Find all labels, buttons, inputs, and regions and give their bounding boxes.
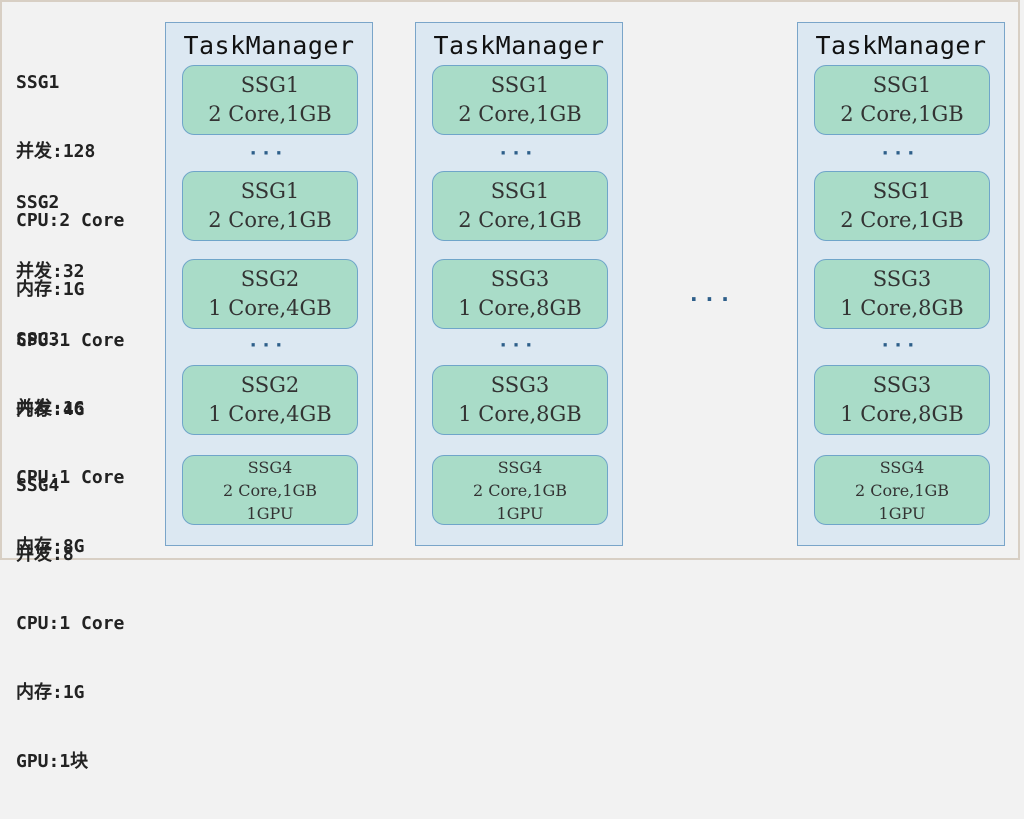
- slot-line: 1 Core,4GB: [208, 402, 332, 426]
- vertical-ellipsis: ···: [499, 335, 539, 356]
- slot-line: SSG1: [872, 179, 932, 203]
- legend-group-ssg4: SSG4 并发:8 CPU:1 Core 内存:1G GPU:1块: [16, 428, 124, 819]
- task-manager-3: TaskManager SSG1 2 Core,1GB ··· SSG1 2 C…: [797, 22, 1005, 546]
- vertical-ellipsis: ···: [249, 143, 289, 164]
- legend-line: CPU:2 Core: [16, 210, 125, 231]
- legend-group-ssg1: SSG1 并发:128 CPU:2 Core 内存:1G: [16, 25, 124, 347]
- legend-group-ssg3: SSG3 并发:16 CPU:1 Core 内存:8G: [16, 282, 124, 604]
- slot-line: 2 Core,1GB: [840, 208, 964, 232]
- vertical-ellipsis: ···: [499, 143, 539, 164]
- slot-line: SSG1: [490, 73, 550, 97]
- slot-box: SSG2 1 Core,4GB: [182, 365, 358, 435]
- slot-box: SSG4 2 Core,1GB 1GPU: [182, 455, 358, 525]
- slot-line: SSG1: [240, 73, 300, 97]
- diagram-frame: [0, 0, 1020, 560]
- legend-line: SSG1: [16, 72, 60, 93]
- slot-line: SSG1: [240, 179, 300, 203]
- slot-line: 1 Core,8GB: [458, 402, 582, 426]
- slot-box: SSG3 1 Core,8GB: [814, 365, 990, 435]
- slot-line: SSG3: [490, 373, 550, 397]
- legend-line: 并发:16: [16, 398, 85, 419]
- slot-box: SSG3 1 Core,8GB: [432, 259, 608, 329]
- legend-line: CPU:1 Core: [16, 330, 125, 351]
- slot-line: 1GPU: [878, 504, 926, 523]
- legend-line: 并发:32: [16, 261, 85, 282]
- slot-line: 2 Core,1GB: [458, 208, 582, 232]
- task-manager-1: TaskManager SSG1 2 Core,1GB ··· SSG1 2 C…: [165, 22, 373, 546]
- slot-line: 1 Core,8GB: [840, 296, 964, 320]
- legend-line: SSG3: [16, 329, 60, 350]
- slot-box: SSG2 1 Core,4GB: [182, 259, 358, 329]
- slot-line: SSG1: [872, 73, 932, 97]
- task-manager-title: TaskManager: [183, 31, 355, 60]
- slot-line: 2 Core,1GB: [472, 481, 568, 500]
- slot-line: SSG2: [240, 267, 300, 291]
- legend-line: SSG2: [16, 192, 60, 213]
- slot-line: 1GPU: [496, 504, 544, 523]
- legend-group-ssg2: SSG2 并发:32 CPU:1 Core 内存:4G: [16, 145, 124, 467]
- legend-line: 并发:8: [16, 544, 74, 565]
- slot-line: 1 Core,8GB: [840, 402, 964, 426]
- slot-line: SSG4: [497, 458, 543, 477]
- vertical-ellipsis: ···: [881, 143, 921, 164]
- task-manager-title: TaskManager: [433, 31, 605, 60]
- legend-line: 内存:8G: [16, 536, 85, 557]
- slot-line: 2 Core,1GB: [458, 102, 582, 126]
- slot-box: SSG1 2 Core,1GB: [182, 65, 358, 135]
- slot-box: SSG1 2 Core,1GB: [432, 65, 608, 135]
- slot-box: SSG1 2 Core,1GB: [814, 171, 990, 241]
- horizontal-ellipsis: ···: [690, 287, 737, 311]
- slot-line: 1 Core,4GB: [208, 296, 332, 320]
- vertical-ellipsis: ···: [881, 335, 921, 356]
- slot-box: SSG4 2 Core,1GB 1GPU: [432, 455, 608, 525]
- legend-line: CPU:1 Core: [16, 467, 125, 488]
- legend-line: 内存:4G: [16, 399, 85, 420]
- slot-line: 1 Core,8GB: [458, 296, 582, 320]
- slot-line: SSG3: [490, 267, 550, 291]
- slot-line: SSG4: [879, 458, 925, 477]
- slot-box: SSG4 2 Core,1GB 1GPU: [814, 455, 990, 525]
- legend-line: SSG4: [16, 475, 60, 496]
- slot-line: 1GPU: [246, 504, 294, 523]
- task-manager-2: TaskManager SSG1 2 Core,1GB ··· SSG1 2 C…: [415, 22, 623, 546]
- slot-line: SSG4: [247, 458, 293, 477]
- slot-box: SSG1 2 Core,1GB: [814, 65, 990, 135]
- vertical-ellipsis: ···: [249, 335, 289, 356]
- slot-box: SSG1 2 Core,1GB: [182, 171, 358, 241]
- legend-line: 内存:1G: [16, 682, 85, 703]
- slot-line: 2 Core,1GB: [854, 481, 950, 500]
- slot-line: 2 Core,1GB: [840, 102, 964, 126]
- legend-line: 并发:128: [16, 141, 96, 162]
- slot-line: SSG2: [240, 373, 300, 397]
- slot-box: SSG1 2 Core,1GB: [432, 171, 608, 241]
- slot-line: SSG3: [872, 373, 932, 397]
- slot-line: 2 Core,1GB: [222, 481, 318, 500]
- slot-line: SSG3: [872, 267, 932, 291]
- task-manager-title: TaskManager: [815, 31, 987, 60]
- slot-line: 2 Core,1GB: [208, 102, 332, 126]
- slot-box: SSG3 1 Core,8GB: [814, 259, 990, 329]
- legend-line: 内存:1G: [16, 279, 85, 300]
- legend-line: CPU:1 Core: [16, 613, 125, 634]
- slot-box: SSG3 1 Core,8GB: [432, 365, 608, 435]
- legend-line: GPU:1块: [16, 751, 89, 772]
- slot-line: SSG1: [490, 179, 550, 203]
- slot-line: 2 Core,1GB: [208, 208, 332, 232]
